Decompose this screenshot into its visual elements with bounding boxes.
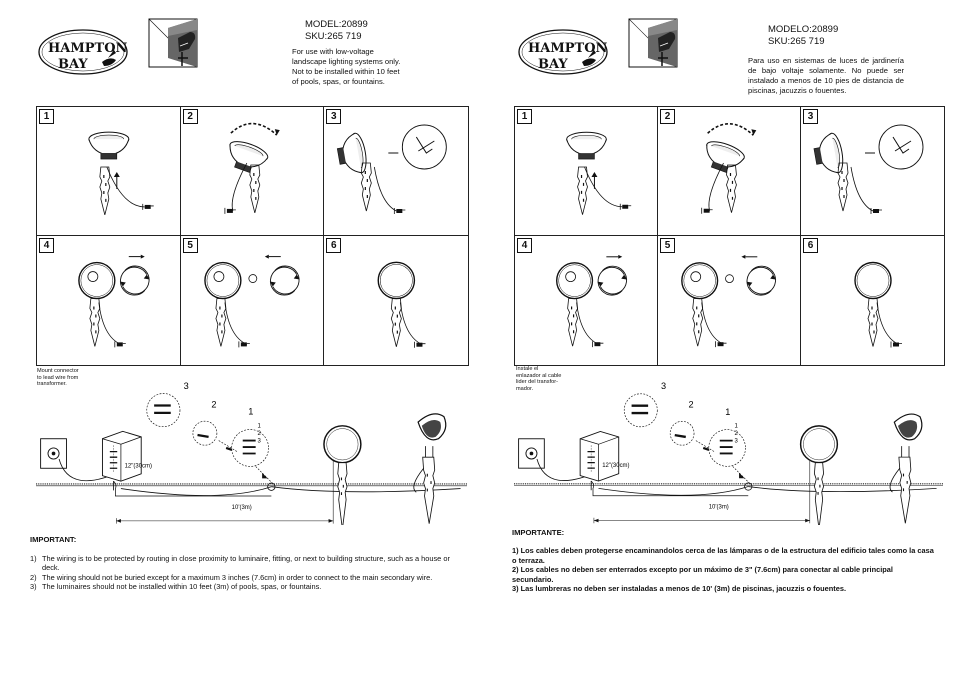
step-cell-4: 4 xyxy=(515,236,658,365)
important-list: 1)The wiring is to be protected by routi… xyxy=(30,554,460,592)
sku-number: SKU:265 719 xyxy=(768,36,825,47)
mount-connector-note: Mount connector to lead wire from transf… xyxy=(37,368,79,388)
hampton-bay-logo: HAMPTON BAY xyxy=(518,29,608,75)
svg-text:3: 3 xyxy=(257,438,261,444)
step-cell-3: 3 xyxy=(801,107,944,236)
step-number: 3 xyxy=(326,109,342,124)
step-cell-6: 6 xyxy=(324,236,468,365)
important-item: 1) Los cables deben protegerse encaminan… xyxy=(512,546,934,565)
steps-grid: 1 2 3 xyxy=(36,106,469,366)
depth-label: 12"(30cm) xyxy=(125,463,152,469)
wire-step-2: 2 xyxy=(689,400,694,410)
depth-label: 12"(30cm) xyxy=(602,463,629,469)
step-cell-6: 6 xyxy=(801,236,944,365)
hampton-bay-logo: HAMPTON BAY xyxy=(38,29,128,75)
step-number: 5 xyxy=(182,238,198,253)
svg-text:1: 1 xyxy=(257,424,261,430)
step-number: 5 xyxy=(660,238,675,253)
logo-text-top: HAMPTON xyxy=(48,41,128,56)
distance-label: 10'(3m) xyxy=(709,505,729,511)
step-number: 2 xyxy=(182,109,198,124)
important-item: 2) Los cables no deben ser enterrados ex… xyxy=(512,565,893,584)
wire-step-3: 3 xyxy=(661,381,666,391)
step-cell-2: 2 xyxy=(658,107,801,236)
installation-diagram: 12"(30cm) 10'(3m) 3 2 1 1 2 3 xyxy=(36,381,467,525)
product-photo xyxy=(628,18,678,68)
step-cell-1: 1 xyxy=(37,107,181,236)
svg-text:3: 3 xyxy=(734,438,738,444)
step-number: 1 xyxy=(39,109,54,124)
svg-text:2: 2 xyxy=(257,431,261,437)
usage-note: Para uso en sistemas de luces de jardine… xyxy=(748,56,904,95)
step-cell-5: 5 xyxy=(658,236,801,365)
important-item: 2)The wiring should not be buried except… xyxy=(30,572,433,582)
model-number: MODELO:20899 xyxy=(768,24,839,35)
important-item: 3) Las lumbreras no deben ser instaladas… xyxy=(512,584,847,594)
sku-number: SKU:265 719 xyxy=(305,31,362,42)
usage-note: For use with low-voltage landscape light… xyxy=(292,47,401,86)
important-title: IMPORTANTE: xyxy=(512,528,565,537)
step-cell-3: 3 xyxy=(324,107,468,236)
svg-text:2: 2 xyxy=(734,431,738,437)
step-number: 6 xyxy=(326,238,342,253)
wire-step-2: 2 xyxy=(211,399,216,409)
logo-text-bottom: BAY xyxy=(58,57,88,72)
step-cell-5: 5 xyxy=(181,236,325,365)
wire-step-1: 1 xyxy=(725,407,730,417)
model-number: MODEL:20899 xyxy=(305,19,368,30)
steps-grid: 1 2 3 xyxy=(514,106,945,366)
step-number: 3 xyxy=(803,109,818,124)
step-number: 4 xyxy=(517,238,532,253)
logo-text-bottom: BAY xyxy=(538,57,568,72)
product-photo xyxy=(148,18,198,68)
important-list: 1) Los cables deben protegerse encaminan… xyxy=(512,546,934,594)
step-number: 6 xyxy=(803,238,818,253)
important-title: IMPORTANT: xyxy=(30,535,77,544)
step-cell-1: 1 xyxy=(515,107,658,236)
step-number: 4 xyxy=(39,238,54,253)
wire-step-1: 1 xyxy=(248,407,253,417)
mount-connector-note: Instale el enlazador al cable lider del … xyxy=(516,366,562,392)
step-number: 1 xyxy=(517,109,532,124)
important-item: 1)The wiring is to be protected by routi… xyxy=(30,554,450,573)
logo-text-top: HAMPTON xyxy=(528,41,608,56)
wire-step-3: 3 xyxy=(184,381,189,391)
important-item: 3)The luminaires should not be installed… xyxy=(30,582,322,592)
distance-label: 10'(3m) xyxy=(232,505,252,511)
installation-diagram: 12"(30cm) 10'(3m) 3 2 1 1 2 3 xyxy=(514,381,943,525)
step-number: 2 xyxy=(660,109,675,124)
svg-text:1: 1 xyxy=(734,424,738,430)
step-cell-2: 2 xyxy=(180,107,325,236)
step-cell-4: 4 xyxy=(37,236,181,365)
